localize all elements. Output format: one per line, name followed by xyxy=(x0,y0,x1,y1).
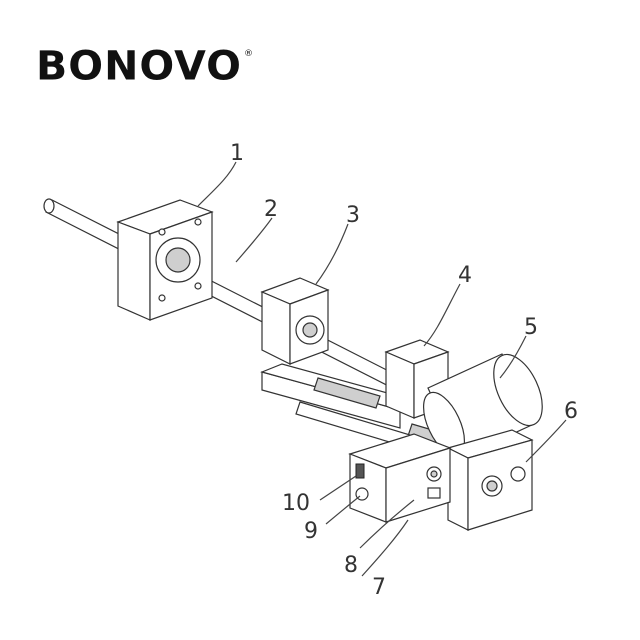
callout-10: 10 xyxy=(282,491,310,516)
callout-1: 1 xyxy=(230,141,244,166)
base-rails xyxy=(260,363,447,451)
leader-lines xyxy=(197,161,567,577)
callout-4: 4 xyxy=(458,263,472,288)
brand-name: BONOVO xyxy=(36,42,243,90)
callout-8: 8 xyxy=(344,553,358,578)
callout-5: 5 xyxy=(524,315,538,340)
callout-6: 6 xyxy=(564,399,578,424)
boring-bar xyxy=(43,198,431,405)
gearbox xyxy=(446,429,534,531)
brand-logo: BONOVO® xyxy=(36,46,254,86)
callout-9: 9 xyxy=(304,519,318,544)
mounting-flange xyxy=(116,199,214,321)
bearing-support xyxy=(260,277,330,365)
control-box xyxy=(348,433,452,523)
registered-mark: ® xyxy=(244,49,255,60)
callout-2: 2 xyxy=(264,197,278,222)
callout-7: 7 xyxy=(372,575,386,600)
callout-3: 3 xyxy=(346,203,360,228)
